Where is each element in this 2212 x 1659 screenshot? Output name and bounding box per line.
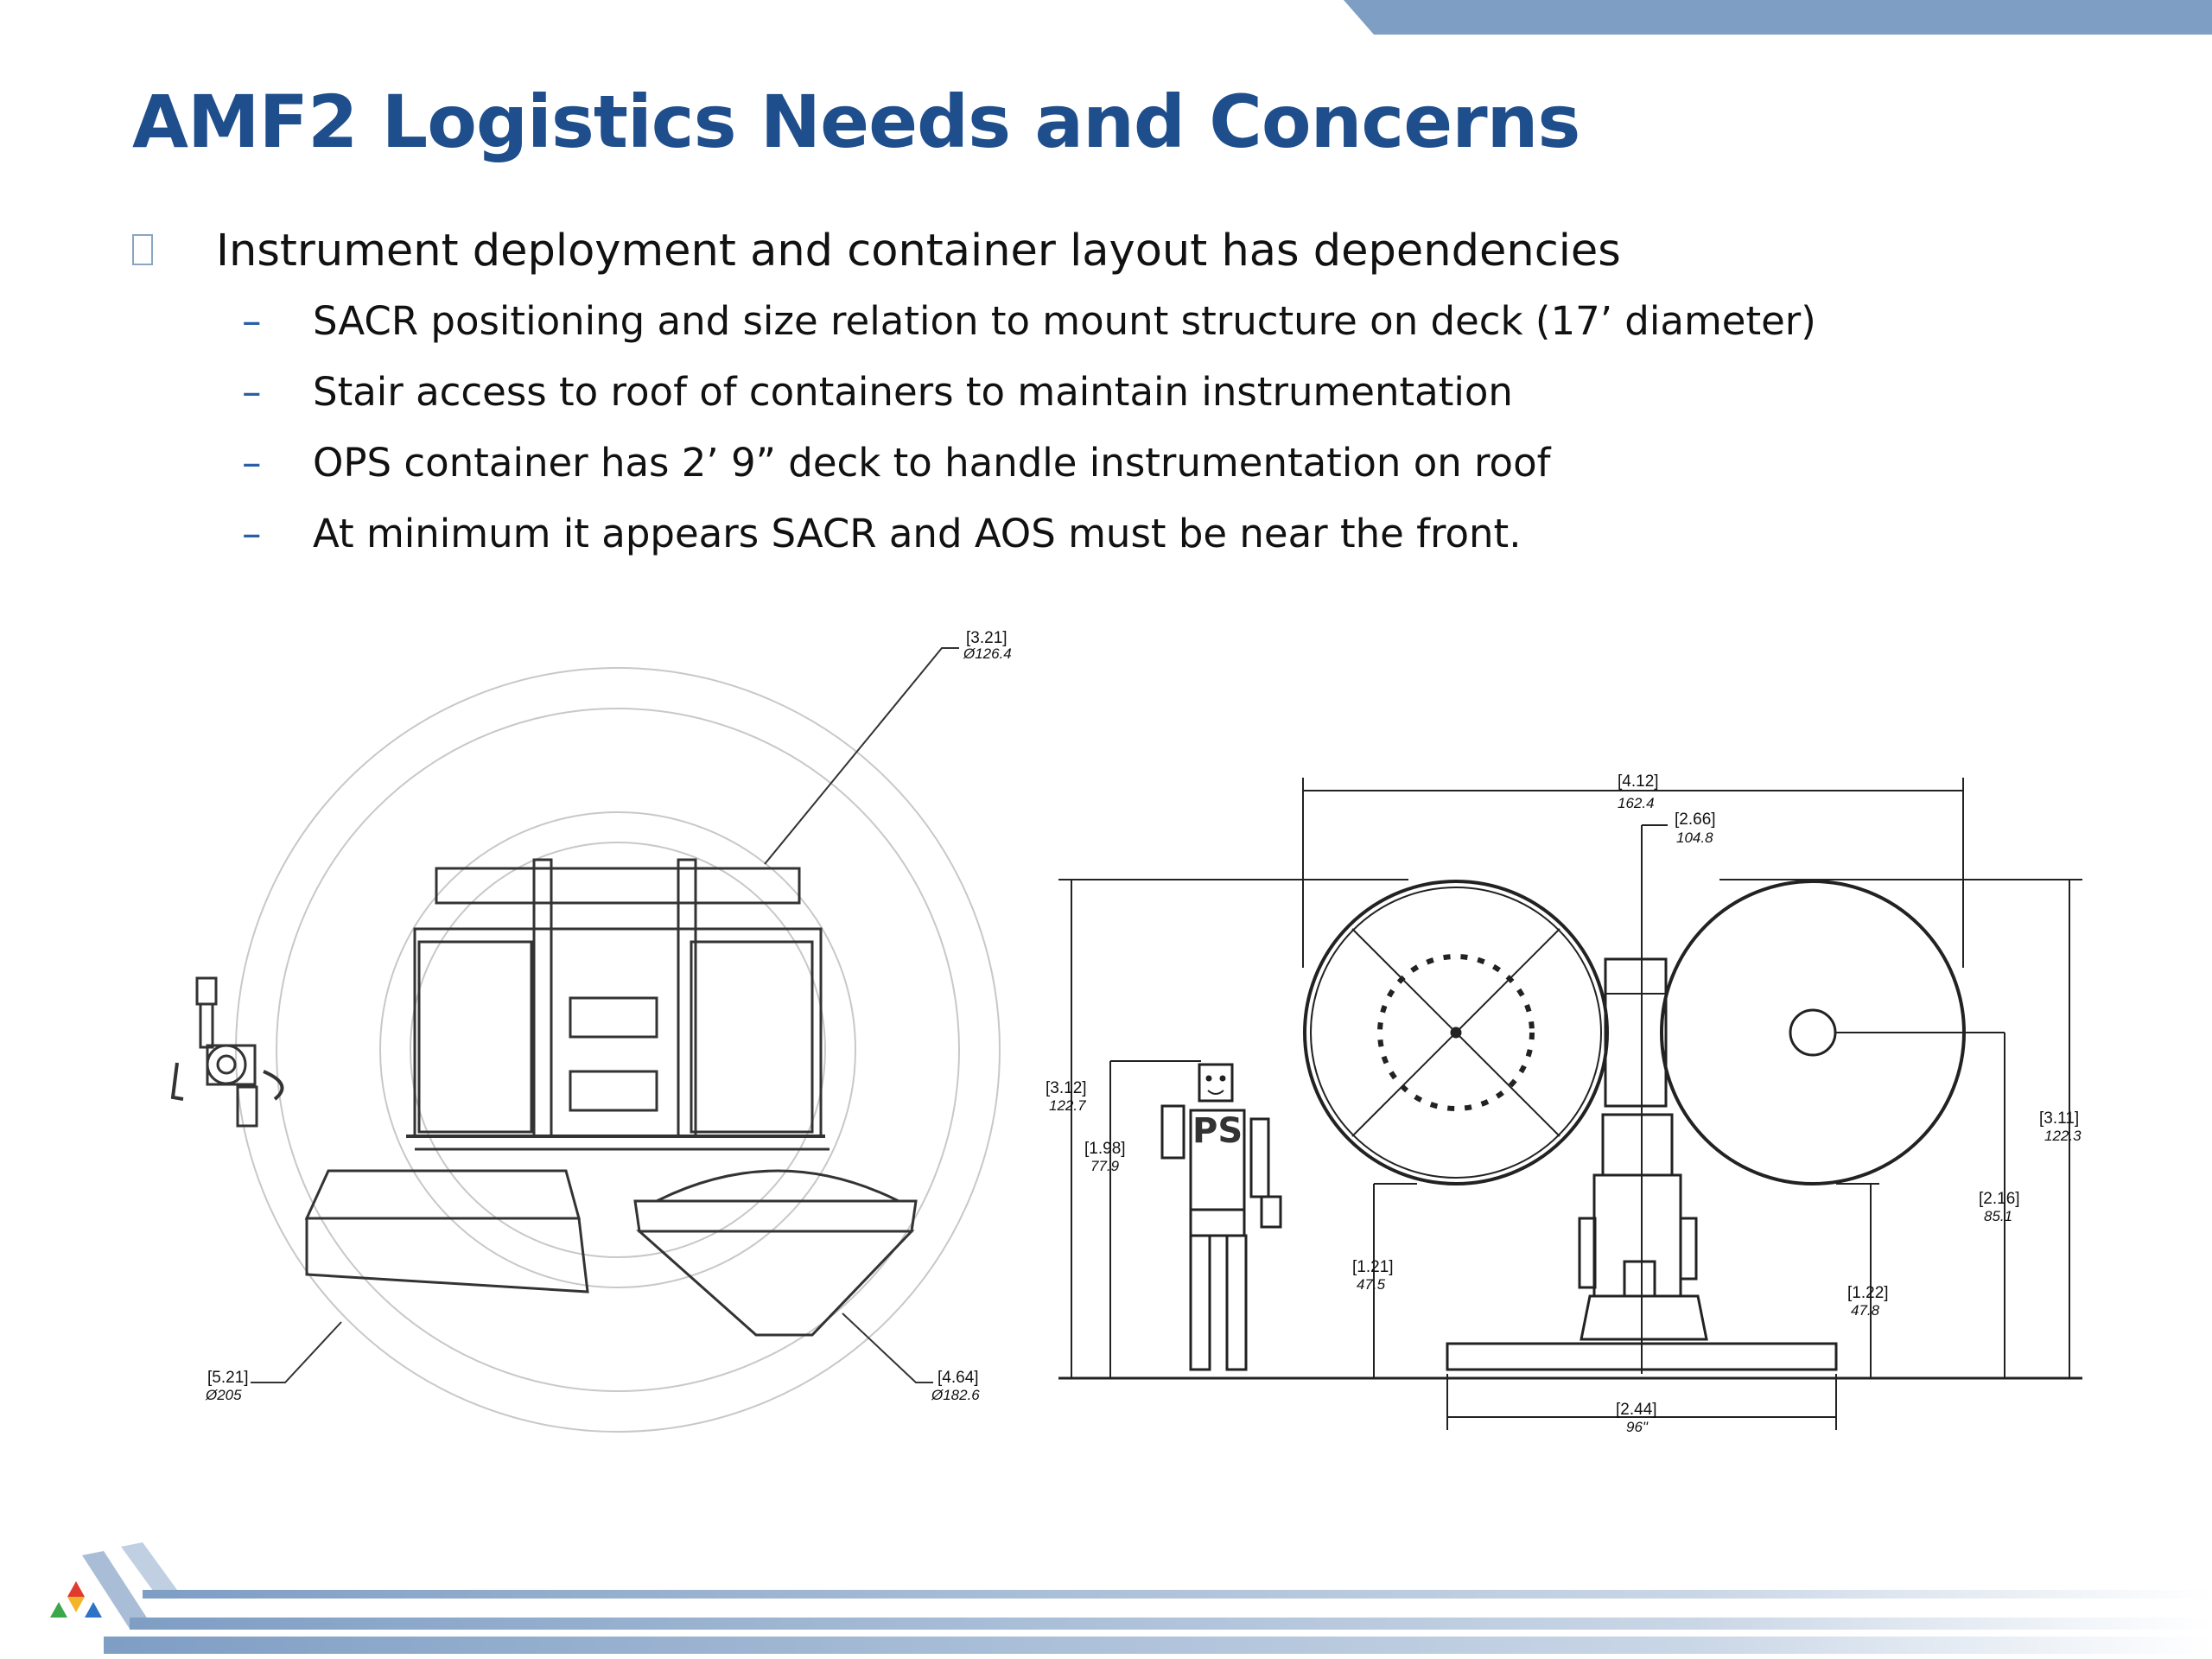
technical-drawing: [3.21] Ø126.4 [5.21] Ø205 [4.64] Ø182.6 <box>170 629 2082 1435</box>
sub-bullet-text: Stair access to roof of containers to ma… <box>313 369 1513 415</box>
dim-label: 122.7 <box>1049 1097 1086 1114</box>
dim-label: [2.66] <box>1675 810 1716 829</box>
sub-bullet-item: – Stair access to roof of containers to … <box>130 357 2117 428</box>
dim-label: [2.16] <box>1979 1190 2020 1208</box>
dim-label: [4.64] <box>938 1369 979 1387</box>
dim-label: 122.3 <box>2044 1128 2082 1144</box>
top-view-drawing <box>170 647 1001 1433</box>
sub-bullet-text: SACR positioning and size relation to mo… <box>313 298 1816 344</box>
bullet-text: Instrument deployment and container layo… <box>216 226 1621 276</box>
dim-label: Ø205 <box>205 1387 242 1403</box>
dash-bullet-icon: – <box>242 440 262 486</box>
dash-bullet-icon: – <box>242 298 262 344</box>
square-bullet-icon <box>132 234 153 265</box>
bullet-item: Instrument deployment and container layo… <box>130 220 2117 283</box>
argonne-logo-icon <box>50 1581 102 1618</box>
person-label: PS <box>1192 1111 1243 1151</box>
dim-label: 162.4 <box>1618 795 1655 811</box>
dim-label: Ø126.4 <box>963 645 1012 662</box>
dim-label: 85.1 <box>1984 1208 2012 1224</box>
side-view-drawing <box>1058 778 2082 1430</box>
top-view-dimension-labels: [3.21] Ø126.4 [5.21] Ø205 [4.64] Ø182.6 <box>205 629 1012 1403</box>
dash-bullet-icon: – <box>242 511 262 556</box>
dim-label: [4.12] <box>1618 772 1659 791</box>
dim-label: [1.98] <box>1084 1140 1126 1158</box>
dim-label: [3.12] <box>1046 1079 1087 1097</box>
sub-bullet-item: – OPS container has 2’ 9” deck to handle… <box>130 428 2117 499</box>
dim-label: 96" <box>1626 1419 1649 1435</box>
dim-label: [5.21] <box>207 1369 249 1387</box>
dash-bullet-icon: – <box>242 369 262 415</box>
dim-label: [3.11] <box>2039 1109 2079 1128</box>
sub-bullet-text: OPS container has 2’ 9” deck to handle i… <box>313 440 1551 486</box>
sub-bullet-text: At minimum it appears SACR and AOS must … <box>313 511 1522 556</box>
dim-label: 104.8 <box>1676 830 1713 846</box>
bullet-list: Instrument deployment and container layo… <box>130 220 2117 569</box>
side-view-dimension-labels: [4.12] 162.4 [2.66] 104.8 [3.12] 122.7 [… <box>1046 772 2082 1435</box>
dim-label: [1.22] <box>1847 1284 1889 1302</box>
footer-decoration <box>50 1542 2212 1654</box>
top-accent-bar <box>1344 0 2212 35</box>
sub-bullet-list: – SACR positioning and size relation to … <box>130 286 2117 569</box>
dim-label: 77.9 <box>1090 1158 1120 1174</box>
sub-bullet-item: – At minimum it appears SACR and AOS mus… <box>130 499 2117 569</box>
slide-title: AMF2 Logistics Needs and Concerns <box>132 79 1580 164</box>
dim-label: [1.21] <box>1352 1258 1394 1276</box>
dim-label: [3.21] <box>966 629 1007 647</box>
dim-label: 47.8 <box>1851 1302 1880 1319</box>
dim-label: [2.44] <box>1616 1401 1657 1419</box>
sub-bullet-item: – SACR positioning and size relation to … <box>130 286 2117 357</box>
dim-label: Ø182.6 <box>931 1387 980 1403</box>
dim-label: 47.5 <box>1357 1276 1386 1293</box>
